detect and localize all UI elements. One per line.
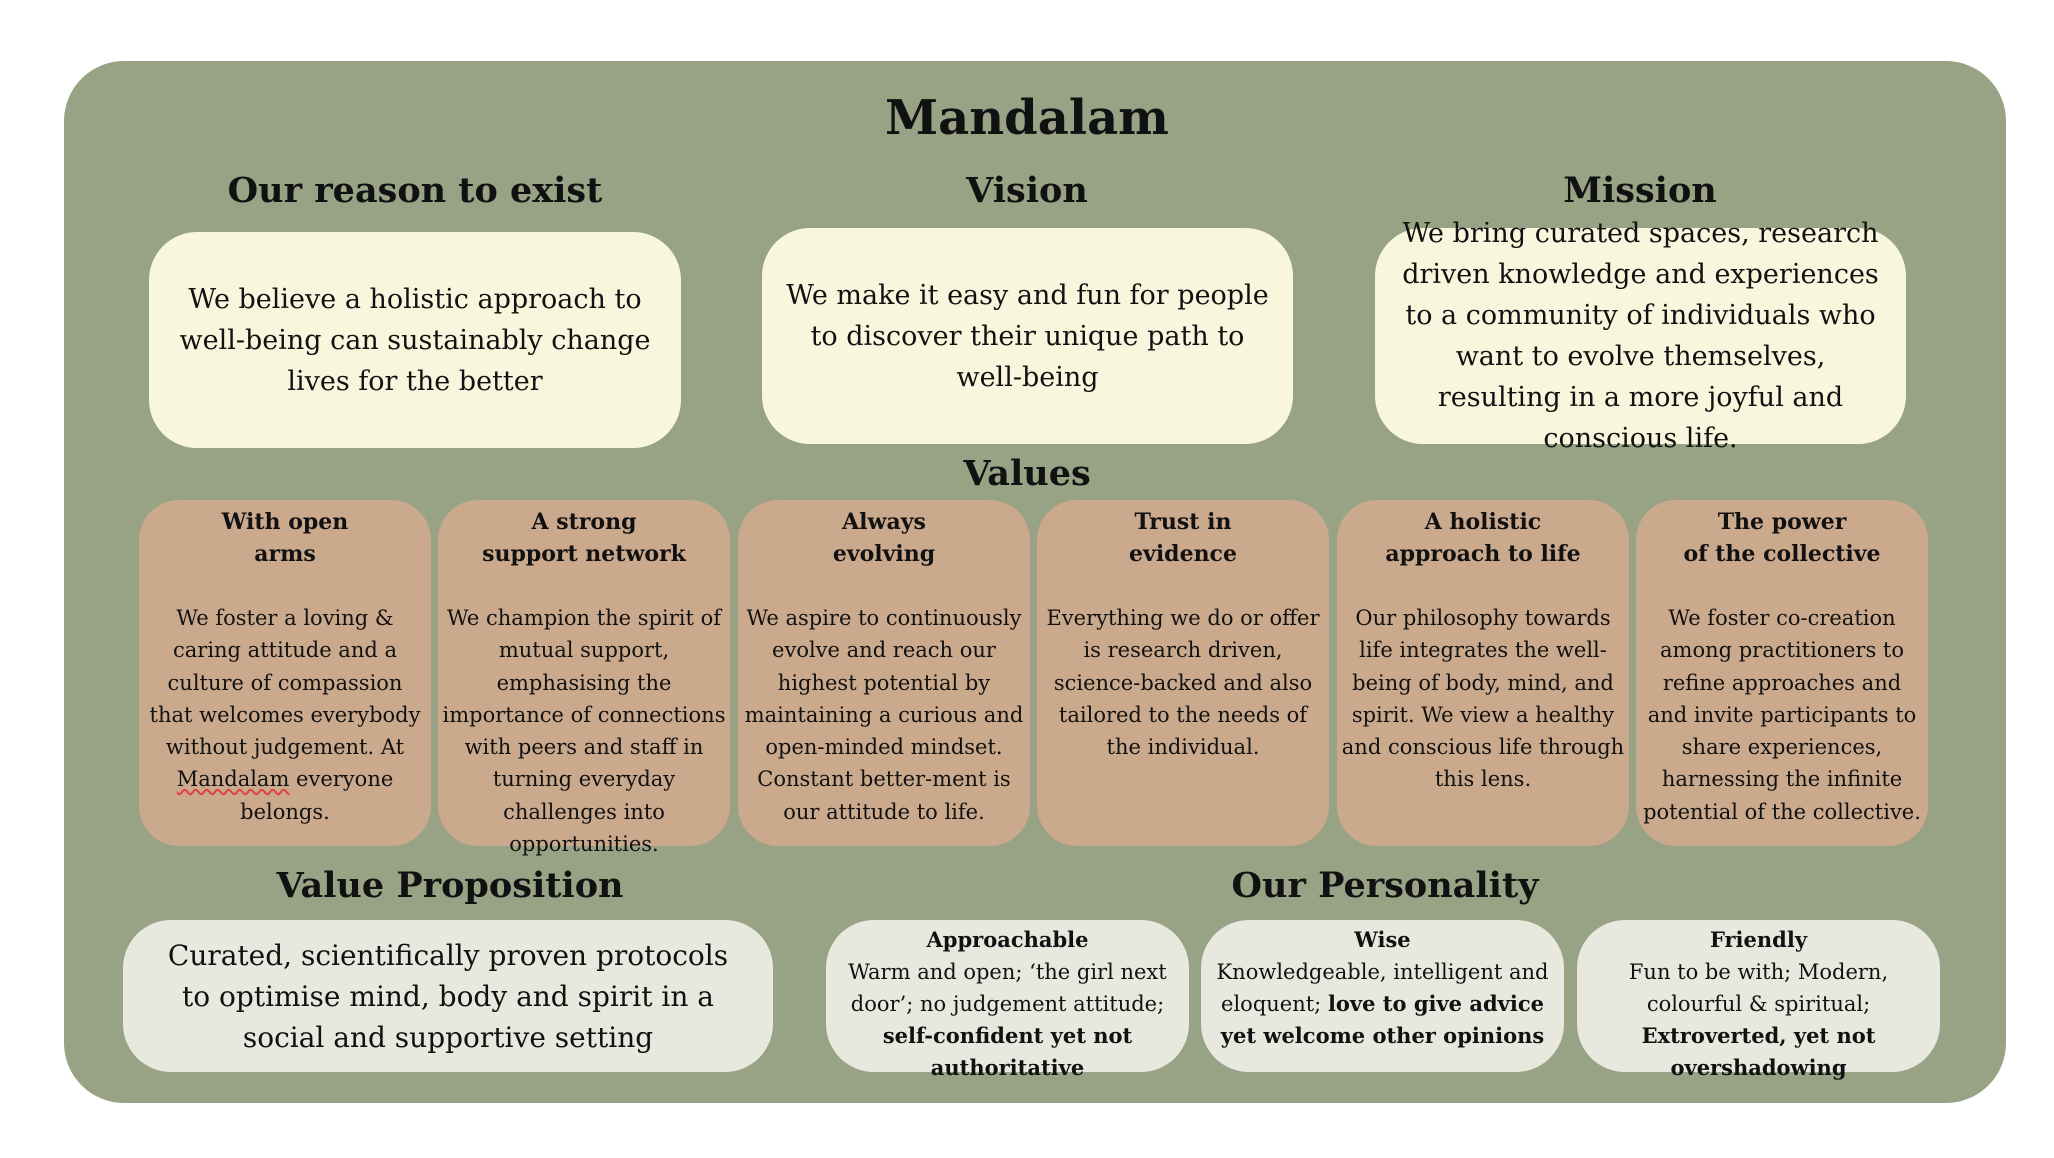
- value-card-collective: The power of the collective We foster co…: [1636, 500, 1928, 846]
- vision-card: We make it easy and fun for people to di…: [762, 228, 1293, 444]
- value-description: We aspire to continuously evolve and rea…: [744, 606, 1024, 824]
- personality-card-wise: Wise Knowledgeable, intelligent and eloq…: [1201, 920, 1564, 1072]
- mission-card: We bring curated spaces, research driven…: [1375, 218, 1906, 454]
- personality-description: Warm and open; ‘the girl next door’; no …: [848, 960, 1167, 1080]
- personality-description: Fun to be with; Modern, colourful & spir…: [1628, 960, 1889, 1080]
- value-description: We foster a loving & caring attitude and…: [149, 606, 421, 824]
- value-description: We foster co-creation among practitioner…: [1643, 606, 1921, 824]
- vision-heading: Vision: [966, 170, 1088, 211]
- personality-heading: Our Personality: [1231, 865, 1539, 906]
- value-title: A strong support network: [482, 509, 686, 567]
- personality-card-approachable: Approachable Warm and open; ‘the girl ne…: [826, 920, 1189, 1080]
- reason-text: We believe a holistic approach to well-b…: [179, 283, 651, 397]
- personality-title: Approachable: [926, 927, 1089, 952]
- mission-text: We bring curated spaces, research driven…: [1402, 218, 1879, 454]
- page-title: Mandalam: [885, 90, 1169, 146]
- mission-heading: Mission: [1563, 170, 1717, 211]
- value-description: Our philosophy towards life integrates t…: [1341, 606, 1625, 792]
- value-description: Everything we do or offer is research dr…: [1046, 606, 1320, 760]
- value-card-open-arms: With open arms We foster a loving & cari…: [139, 500, 431, 846]
- values-heading: Values: [963, 453, 1091, 494]
- reason-card: We believe a holistic approach to well-b…: [149, 232, 681, 448]
- value-proposition-card: Curated, scientifically proven protocols…: [123, 920, 773, 1072]
- personality-title: Friendly: [1709, 927, 1808, 952]
- value-title: Trust in evidence: [1129, 509, 1237, 567]
- value-card-holistic: A holistic approach to life Our philosop…: [1337, 500, 1629, 846]
- value-title: With open arms: [221, 509, 349, 567]
- value-title: The power of the collective: [1683, 509, 1881, 567]
- value-card-support-network: A strong support network We champion the…: [438, 500, 730, 856]
- personality-description: Knowledgeable, intelligent and eloquent;…: [1216, 960, 1549, 1048]
- value-proposition-heading: Value Proposition: [276, 865, 624, 906]
- value-proposition-text: Curated, scientifically proven protocols…: [167, 938, 729, 1054]
- value-card-always-evolving: Always evolving We aspire to continuousl…: [738, 500, 1030, 846]
- personality-card-friendly: Friendly Fun to be with; Modern, colourf…: [1577, 920, 1940, 1080]
- value-card-trust-evidence: Trust in evidence Everything we do or of…: [1037, 500, 1329, 846]
- personality-title: Wise: [1354, 927, 1411, 952]
- value-description: We champion the spirit of mutual support…: [442, 606, 726, 857]
- value-title: A holistic approach to life: [1385, 509, 1581, 567]
- spellcheck-underline: Mandalam: [176, 767, 290, 792]
- reason-heading: Our reason to exist: [227, 170, 603, 211]
- vision-text: We make it easy and fun for people to di…: [786, 279, 1269, 393]
- value-title: Always evolving: [832, 509, 936, 567]
